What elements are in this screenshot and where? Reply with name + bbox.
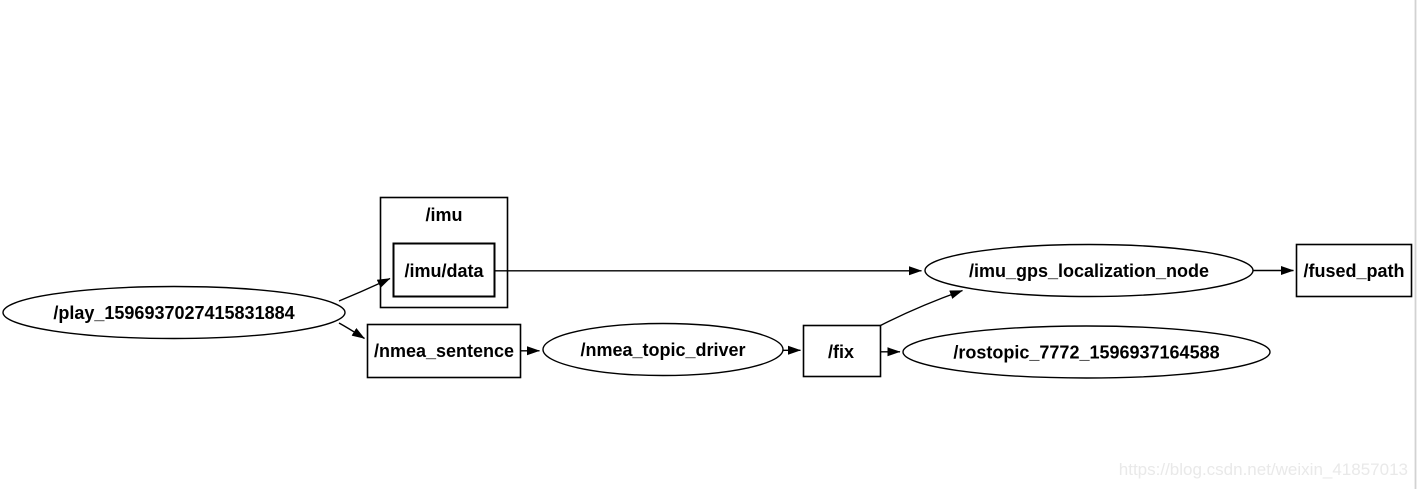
topic-box-imu-data: /imu/data [392,242,496,298]
topic-nmea-sentence-label: /nmea_sentence [374,341,514,361]
node-play: /play_1596937027415831884 [2,285,346,340]
topic-box-fix: /fix [802,324,882,378]
topic-box-fused-path: /fused_path [1295,243,1413,298]
namespace-imu-label: /imu [425,205,462,225]
node-play-label: /play_1596937027415831884 [53,303,294,323]
topic-box-nmea-sentence: /nmea_sentence [366,323,522,379]
node-imu-gps-localization-label: /imu_gps_localization_node [969,261,1209,281]
node-imu-gps-localization: /imu_gps_localization_node [924,243,1254,298]
edge-play-to-nmea-sentence [338,322,365,340]
csdn-watermark: https://blog.csdn.net/weixin_41857013 [1119,460,1408,479]
node-rostopic-7772: /rostopic_7772_1596937164588 [902,325,1271,379]
node-nmea-topic-driver: /nmea_topic_driver [542,322,784,377]
node-nmea-topic-driver-label: /nmea_topic_driver [580,340,745,360]
topic-fix-label: /fix [828,342,854,362]
topic-fused-path-label: /fused_path [1303,261,1404,281]
edge-fix-to-imu-gps-localization [880,289,963,327]
edge-play-to-imu-data [338,277,391,302]
edge-layer [338,266,1294,357]
node-rostopic-7772-label: /rostopic_7772_1596937164588 [953,343,1219,363]
topic-imu-data-label: /imu/data [404,261,484,281]
